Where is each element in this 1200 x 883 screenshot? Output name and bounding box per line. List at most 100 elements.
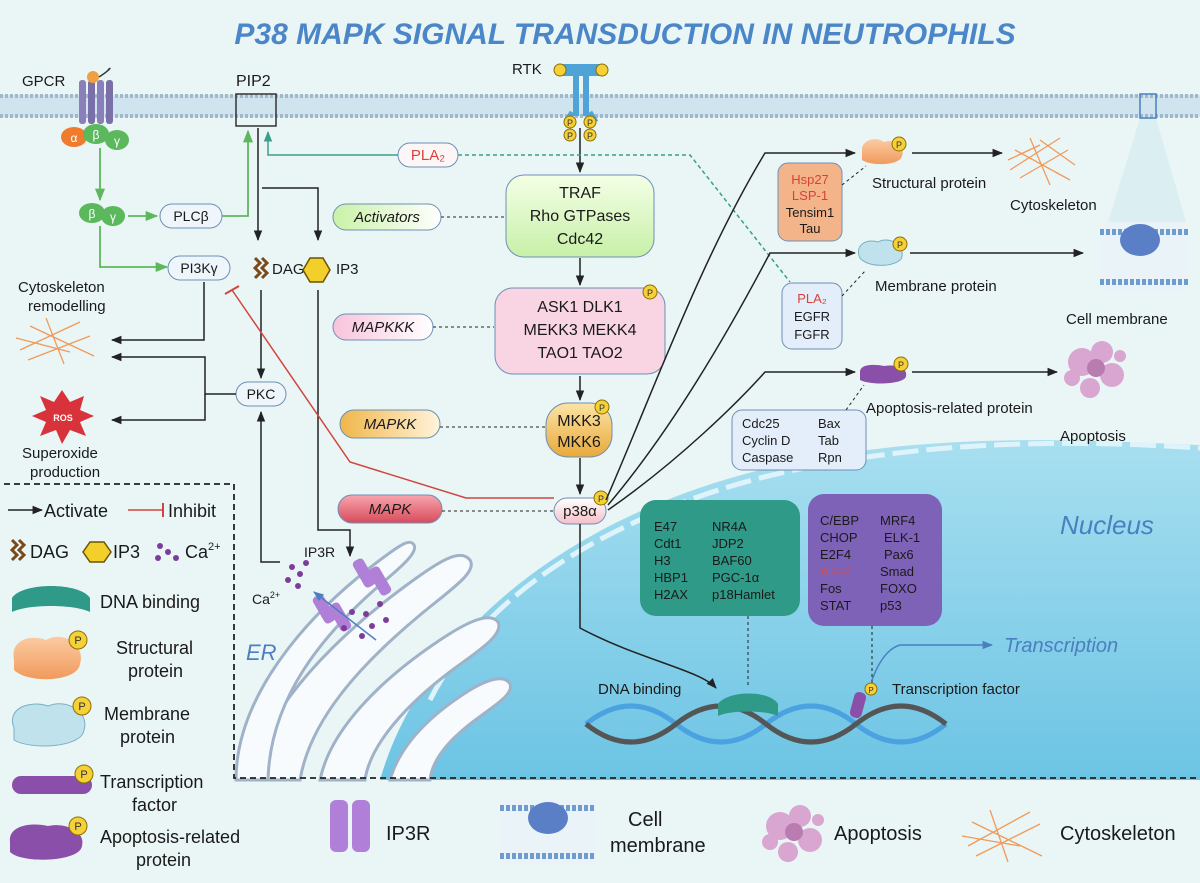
membrane-protein-icon: P xyxy=(858,236,908,266)
tf-item-9: FOXO xyxy=(880,581,917,596)
mapkk-box xyxy=(545,402,613,458)
mapk-label: MAPK xyxy=(369,501,413,518)
transcription-factor-label: Transcription factor xyxy=(892,681,1020,698)
legend-cell-membrane-icon xyxy=(500,800,596,864)
membrane-target-1: EGFR xyxy=(794,309,830,324)
g-beta-gamma: β γ xyxy=(79,203,125,226)
apoptosis-target-3: Tab xyxy=(818,433,839,448)
ip3r-channel-upper xyxy=(352,558,392,596)
cytoskeleton-label: Cytoskeleton xyxy=(1010,197,1097,214)
tf-item-8: Fos xyxy=(820,581,842,596)
p-label: P xyxy=(74,635,81,647)
legend-ca-base: Ca xyxy=(185,542,209,562)
g-alpha-label: α xyxy=(71,131,78,145)
legend-apoptosis-label: Apoptosis xyxy=(834,823,922,845)
structural-dashed xyxy=(841,165,867,186)
dna-binding-item-0: E47 xyxy=(654,519,677,534)
dna-binding-item-6: HBP1 xyxy=(654,570,688,585)
activators-box xyxy=(505,174,655,258)
legend-structural-icon: P xyxy=(13,630,88,680)
transcription-label: Transcription xyxy=(1004,635,1118,657)
legend-apoptosis-icon xyxy=(762,805,824,862)
apoptosis-protein-icon: P xyxy=(860,356,909,384)
inhibit-bar xyxy=(224,285,240,295)
ip3-label: IP3 xyxy=(336,261,359,278)
mapkk-line-1: MKK3 xyxy=(557,413,601,430)
mapkkk-phospho xyxy=(642,284,658,300)
legend-ca-sup: 2+ xyxy=(208,541,221,553)
p-label: P xyxy=(587,131,593,141)
p-label: P xyxy=(587,118,593,128)
p-label: P xyxy=(868,686,873,695)
ros-label: ROS xyxy=(53,413,73,423)
mapkkk-line-2: MEKK3 MEKK4 xyxy=(524,322,637,339)
ip3r-label: IP3R xyxy=(304,544,335,560)
p-label: P xyxy=(896,140,902,150)
pi3kg-node xyxy=(167,255,231,281)
apoptosis-target-1: Bax xyxy=(818,416,841,431)
dag-icon xyxy=(252,256,270,280)
structural-target-3: Tau xyxy=(800,221,821,236)
pkc-label: PKC xyxy=(247,386,276,402)
p38-phospho xyxy=(593,490,609,506)
tf-item-4: E2F4 xyxy=(820,547,851,562)
p-label: P xyxy=(567,118,573,128)
activators-line-1: TRAF xyxy=(559,185,601,202)
dna-binding-label: DNA binding xyxy=(598,681,681,698)
green-activation-arrows xyxy=(94,129,254,273)
tf-item-7: Smad xyxy=(880,564,914,579)
cell-membrane-icon xyxy=(1100,93,1188,292)
p38-label: p38α xyxy=(563,503,597,520)
nuclear-envelope xyxy=(427,440,1200,702)
cyto-remodel-line-1: Cytoskeleton xyxy=(18,279,105,296)
legend-tf-line-2: factor xyxy=(132,795,177,815)
legend-ip3r-label: IP3R xyxy=(386,823,430,845)
activators-label: Activators xyxy=(353,209,420,226)
dna-binding-protein xyxy=(718,693,778,716)
legend-ip3r-icon xyxy=(330,800,370,852)
p38-target-arrows xyxy=(579,148,1085,689)
gpcr-label: GPCR xyxy=(22,73,66,90)
page-title: P38 MAPK SIGNAL TRANSDUCTION IN NEUTROPH… xyxy=(234,18,1015,51)
pla2-dashed-link xyxy=(458,154,791,283)
tf-item-11: p53 xyxy=(880,598,902,613)
ca2-label: Ca2+ xyxy=(252,590,280,607)
legend-ca-icon xyxy=(155,543,179,561)
legend-dna-binding-label: DNA binding xyxy=(100,592,200,612)
legend-tf-line-1: Transcription xyxy=(100,772,203,792)
activators-line-3: Cdc42 xyxy=(557,231,603,248)
legend-cell-mem-line-1: Cell xyxy=(628,809,662,831)
tf-item-3: ELK-1 xyxy=(884,530,920,545)
mapkk-line-2: MKK6 xyxy=(557,434,601,451)
membrane-target-0: PLA₂ xyxy=(797,291,827,306)
mapkkk-box xyxy=(494,287,666,375)
p-label: P xyxy=(78,701,85,713)
legend-apop-line-1: Apoptosis-related xyxy=(100,827,240,847)
legend-membrane-line-2: protein xyxy=(120,727,175,747)
legend-apoptosis-protein-icon: P xyxy=(9,816,88,860)
dna-binding-item-4: H3 xyxy=(654,553,671,568)
legend-ca-label: Ca2+ xyxy=(185,541,221,562)
tf-item-2: CHOP xyxy=(820,530,858,545)
mapkkk-label: MAPKKK xyxy=(352,319,416,336)
plcb-node xyxy=(159,203,223,229)
ip3-icon xyxy=(302,257,331,283)
dna-binding-list: E47 NR4A Cdt1 JDP2 H3 BAF60 HBP1 PGC-1α … xyxy=(654,519,775,602)
left-activation-arrows xyxy=(110,128,585,563)
apoptosis-target-2: Cyclin D xyxy=(742,433,790,448)
ros-icon: ROS xyxy=(32,390,94,444)
inhibit-p38-pi3k xyxy=(231,289,554,499)
rtk-phospho-sites: P P P P xyxy=(563,115,597,142)
dna-binding-item-8: H2AX xyxy=(654,587,688,602)
gpcr-receptor: GPCR xyxy=(22,67,113,124)
tf-item-0: C/EBP xyxy=(820,513,859,528)
structural-targets-box xyxy=(777,162,843,242)
cell-membrane-label: Cell membrane xyxy=(1066,311,1168,328)
legend-tf-icon: P xyxy=(12,764,94,794)
legend-ip3-icon xyxy=(82,541,112,563)
pla2-to-pip2-arrow xyxy=(263,130,398,156)
membrane-dashed xyxy=(841,269,867,297)
structural-target-2: Tensim1 xyxy=(786,205,834,220)
